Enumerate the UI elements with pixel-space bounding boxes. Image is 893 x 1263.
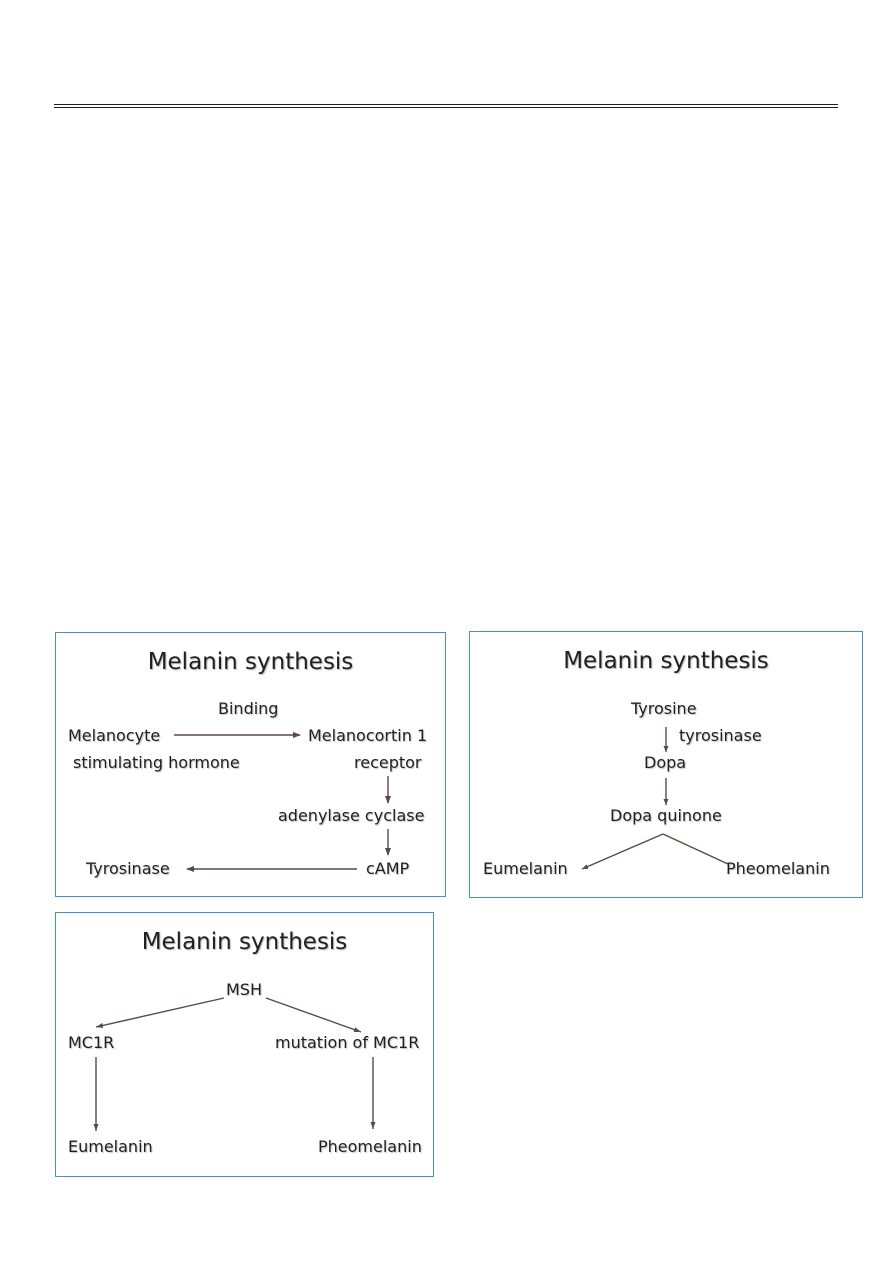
label-tyrosine: Tyrosine [631,699,697,718]
label-adenylase-cyclase: adenylase cyclase [278,806,425,825]
label-pheomelanin: Pheomelanin [726,859,830,878]
panel-1-arrows [174,732,391,872]
panel-melanin-mc1r: Melanin synthesis MSH MC1R mutation of M… [55,912,434,1177]
label-tyrosinase: tyrosinase [679,726,762,745]
arrow-quinone-to-eumelanin [581,833,664,870]
label-receptor: receptor [354,753,422,772]
panel-title: Melanin synthesis [147,649,354,675]
label-msh: MSH [226,980,262,999]
label-camp: cAMP [366,859,410,878]
panel-title: Melanin synthesis [563,648,769,674]
label-dopa-quinone: Dopa quinone [610,806,722,825]
panel-melanin-pathway: Melanin synthesis Tyrosine tyrosinase Do… [469,631,863,898]
panel-melanin-signaling: Melanin synthesis Binding Melanocyte sti… [55,632,446,897]
arrow-msh-to-mc1r [95,997,225,1028]
label-dopa: Dopa [644,753,687,772]
label-melanocyte: Melanocyte [68,726,161,745]
label-pheomelanin: Pheomelanin [318,1137,422,1156]
label-mc1r: MC1R [68,1033,115,1052]
arrow-msh-to-mutation [265,997,362,1033]
panel-2-arrows [581,727,729,870]
label-mutation-of-mc1r: mutation of MC1R [275,1033,420,1052]
label-melanocortin: Melanocortin 1 [308,726,428,745]
panel-3-arrows [93,997,376,1131]
header-rule-bottom [54,107,838,108]
label-stimulating-hormone: stimulating hormone [73,753,240,772]
panel-title: Melanin synthesis [141,929,348,955]
label-eumelanin: Eumelanin [483,859,568,878]
label-eumelanin: Eumelanin [68,1137,153,1156]
label-tyrosinase: Tyrosinase [86,859,170,878]
arrow-quinone-to-pheomelanin [662,833,729,865]
header-rule-top [54,104,838,105]
label-binding: Binding [218,699,279,718]
